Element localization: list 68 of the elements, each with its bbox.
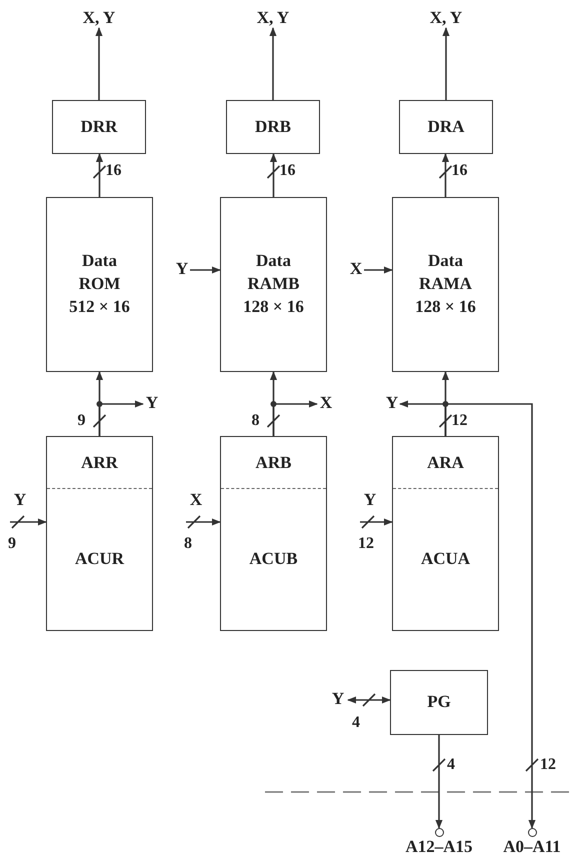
register-block [220, 436, 327, 631]
signal-label: Y [174, 259, 190, 281]
bus-arrow [185, 515, 221, 529]
box-label: PG [427, 691, 451, 714]
register-label: ARB [256, 452, 292, 472]
bus-arrow [9, 515, 47, 529]
register-block [399, 100, 493, 154]
bus-width-label: 9 [8, 535, 16, 553]
bus-width-label: 8 [184, 535, 192, 553]
register-label: ACUA [420, 549, 470, 569]
bus-width-label: 4 [447, 756, 455, 774]
bus-arrow [444, 403, 539, 829]
register-block [392, 436, 499, 631]
bus-arrow [190, 266, 221, 274]
box-label: 128 × 16 [415, 296, 476, 318]
signal-label: X [348, 259, 364, 281]
pin-label: A12–A15 [405, 837, 473, 857]
bus-width-label: 12 [540, 756, 556, 774]
bus-arrow [95, 27, 103, 100]
signal-label: Y [360, 490, 380, 512]
bus-width-label: 12 [358, 535, 374, 553]
bus-arrow [364, 266, 393, 274]
register-label: ACUB [249, 549, 298, 569]
bus-arrow [432, 734, 446, 829]
box-label: Data RAMA [418, 250, 473, 296]
box-label: 128 × 16 [243, 296, 304, 318]
bus-arrow [266, 153, 280, 198]
bus-arrow [92, 153, 106, 198]
register-block [46, 436, 153, 631]
box-label: Data ROM [78, 250, 122, 296]
memory-block [392, 197, 499, 372]
signal-label: X, Y [74, 8, 124, 28]
register-label: ARR [81, 452, 118, 472]
bus-arrow [269, 27, 277, 100]
box-label: 512 × 16 [69, 296, 130, 318]
box-label: DRR [80, 116, 118, 138]
register-label: ACUR [74, 549, 124, 569]
signal-label: X, Y [421, 8, 471, 28]
bus-width-label: 12 [452, 412, 468, 430]
register-label: ARA [427, 452, 464, 472]
bus-arrow [438, 153, 452, 198]
signal-label: Y [384, 393, 400, 415]
bus-width-label: 16 [280, 162, 296, 180]
signal-label: Y [143, 393, 161, 415]
register-block [390, 670, 488, 735]
bus-width-label: 16 [452, 162, 468, 180]
bus-arrow [272, 400, 318, 436]
signal-label: X [186, 490, 206, 512]
memory-block [220, 197, 327, 372]
register-block [226, 100, 320, 154]
bus-width-label: 4 [352, 714, 360, 732]
bus-arrow [359, 515, 393, 529]
bus-width-label: 8 [252, 412, 260, 430]
bus-arrow [347, 693, 391, 707]
box-label: Data RAMB [246, 250, 300, 296]
signal-label: X, Y [248, 8, 298, 28]
bus-width-label: 9 [78, 412, 86, 430]
bus-arrow [98, 400, 144, 436]
signal-label: Y [330, 689, 346, 711]
pin-label: A0–A11 [503, 837, 561, 857]
bus-width-label: 16 [106, 162, 122, 180]
memory-block [46, 197, 153, 372]
register-block [52, 100, 146, 154]
signal-label: X [317, 393, 335, 415]
box-label: DRB [255, 116, 291, 138]
signal-label: Y [10, 490, 30, 512]
bus-arrow [442, 27, 450, 100]
box-label: DRA [428, 116, 464, 138]
